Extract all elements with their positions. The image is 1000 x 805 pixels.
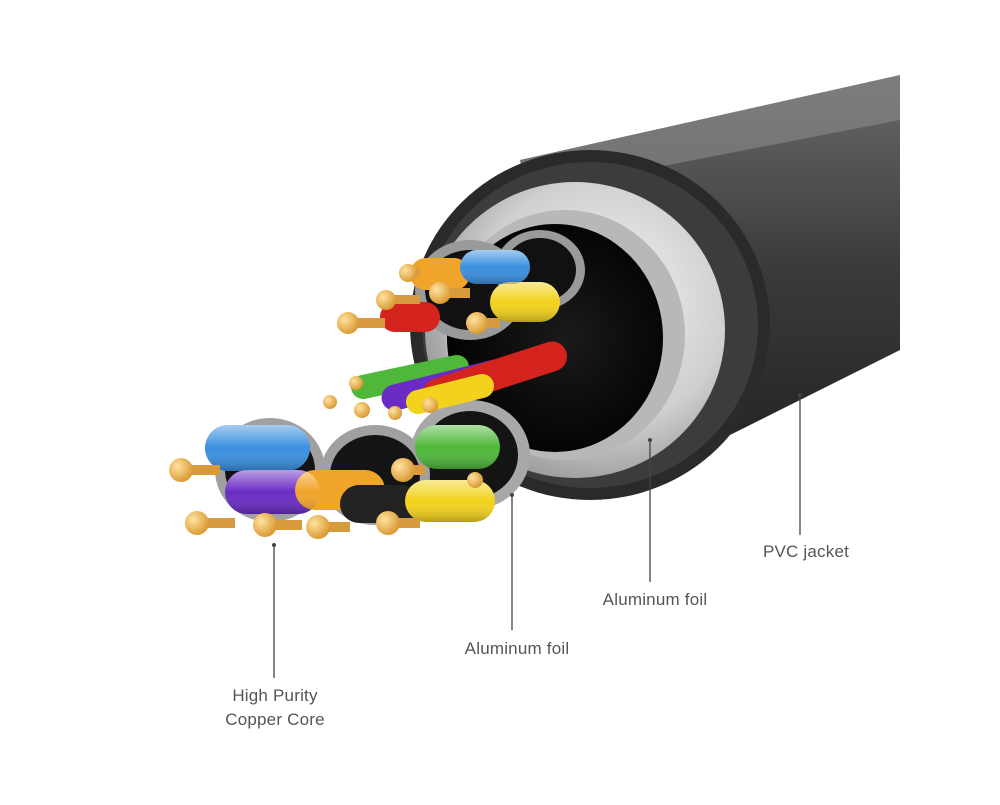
label-aluminum-foil-outer: Aluminum foil	[585, 588, 725, 612]
label-aluminum-foil-outer-text: Aluminum foil	[602, 590, 708, 609]
copper-conductors	[169, 264, 500, 539]
label-copper-core-line2: Copper Core	[225, 710, 325, 729]
leader-dots	[272, 393, 802, 547]
label-copper-core: High Purity Copper Core	[205, 684, 345, 732]
label-aluminum-foil-inner: Aluminum foil	[447, 637, 587, 661]
leader-lines	[273, 395, 801, 678]
label-pvc-jacket-text: PVC jacket	[762, 542, 850, 561]
label-pvc-jacket: PVC jacket	[746, 540, 866, 564]
insulated-wires	[205, 250, 568, 523]
label-aluminum-foil-inner-text: Aluminum foil	[464, 639, 570, 658]
label-copper-core-line1: High Purity	[232, 686, 318, 705]
